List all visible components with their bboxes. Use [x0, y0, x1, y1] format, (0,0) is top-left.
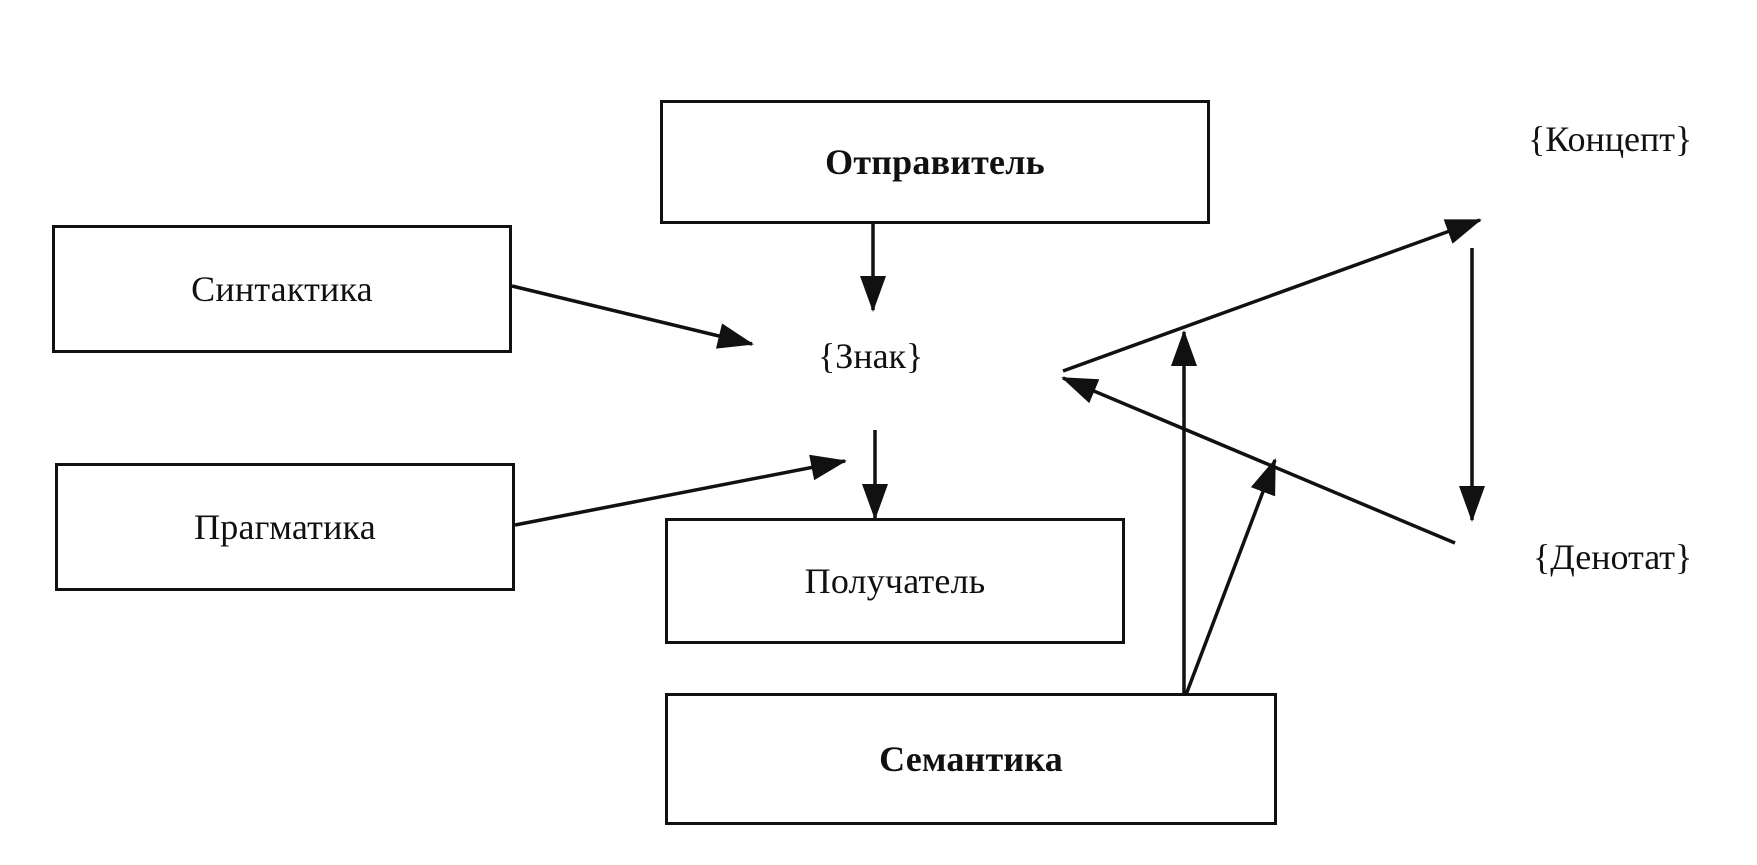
receiver-label: Получатель [804, 561, 986, 601]
sign-node-label: {Знак} [818, 336, 924, 376]
sender-box: Отправитель [660, 100, 1210, 224]
receiver-box: Получатель [665, 518, 1125, 644]
pragmatics-box: Прагматика [55, 463, 515, 591]
pragmatics-label: Прагматика [194, 507, 376, 547]
semantics-label: Семантика [879, 739, 1063, 779]
semantics-box: Семантика [665, 693, 1277, 825]
syntactics-label: Синтактика [191, 269, 373, 309]
arrow-pragmatics-to-sign [514, 454, 847, 527]
denotat-node-label: {Денотат} [1533, 537, 1693, 577]
sender-label: Отправитель [825, 142, 1045, 182]
arrow-semantics-to-denotat-line [1182, 458, 1277, 701]
concept-node-label: {Концепт} [1528, 119, 1693, 159]
arrow-syntactics-to-sign [511, 284, 754, 349]
syntactics-box: Синтактика [52, 225, 512, 353]
arrow-sign-to-concept [1062, 218, 1482, 373]
